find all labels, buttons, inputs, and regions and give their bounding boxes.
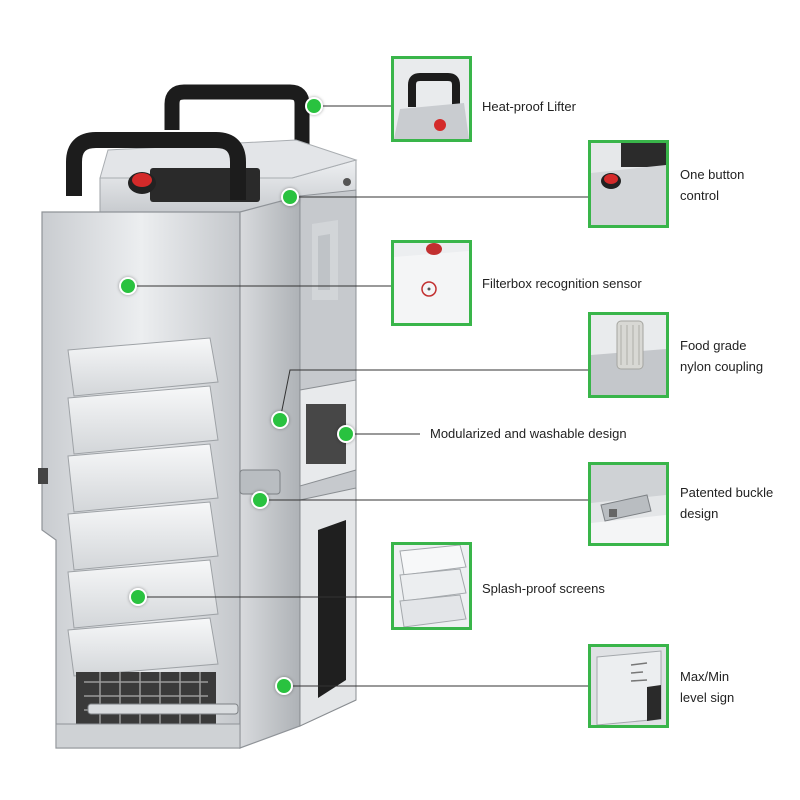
label-splash-proof-screens: Splash-proof screens — [482, 581, 605, 596]
callout-dot-food-grade-nylon-coupling — [273, 413, 287, 427]
callout-dot-splash-proof-screens — [131, 590, 145, 604]
louver-screens — [67, 337, 219, 677]
label-max-min-level-sign: Max/Min level sign — [680, 669, 735, 705]
thumbnail-heat-proof-lifter — [391, 56, 472, 142]
callout-dot-max-min-level-sign — [277, 679, 291, 693]
callout-dot-heat-proof-lifter — [307, 99, 321, 113]
callout-dot-patented-buckle-design — [253, 493, 267, 507]
callout-dot-one-button-control — [283, 190, 297, 204]
callout-dot-modularized-washable-design — [339, 427, 353, 441]
red-button-icon — [128, 172, 156, 194]
label-food-grade-nylon-coupling: Food grade nylon coupling — [680, 338, 764, 374]
thumbnail-patented-buckle-design — [588, 462, 669, 546]
label-heat-proof-lifter: Heat-proof Lifter — [482, 99, 576, 114]
leader-lines — [128, 105, 588, 687]
label-filterbox-recognition-sensor: Filterbox recognition sensor — [482, 276, 642, 291]
filter-basket — [55, 672, 241, 749]
thumbnail-max-min-level-sign — [588, 644, 669, 728]
label-patented-buckle-design: Patented buckle design — [680, 485, 774, 521]
callout-dot-filterbox-recognition-sensor — [121, 279, 135, 293]
label-modularized-washable-design: Modularized and washable design — [430, 426, 627, 441]
thumbnail-one-button-control — [588, 140, 669, 228]
thumbnail-filterbox-recognition-sensor — [391, 240, 472, 326]
thumbnail-food-grade-nylon-coupling — [588, 312, 669, 398]
label-one-button-control: One button control — [680, 167, 745, 203]
front-handle — [66, 132, 246, 200]
back-handle — [164, 84, 310, 150]
thumbnail-splash-proof-screens — [391, 542, 472, 630]
